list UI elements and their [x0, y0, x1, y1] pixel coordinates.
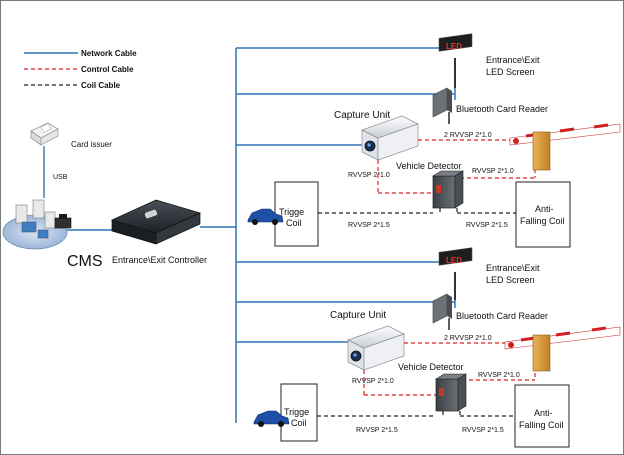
capture-unit-label: Capture Unit — [334, 110, 390, 121]
anti-falling-coil: Anti- Falling Coil — [515, 181, 571, 248]
trigge-cable-label: RVVSP 2*1.5 — [356, 427, 398, 434]
legend-coil-label: Coil Cable — [81, 81, 121, 90]
barrier-body — [532, 334, 551, 372]
barrier-arm — [504, 326, 621, 350]
trigge-coil-label-line2: Coil — [291, 418, 307, 428]
led-screen-icon — [438, 33, 473, 52]
network-trunk — [200, 47, 456, 423]
anti-falling-coil-box — [514, 384, 570, 448]
vehicle-detector: Vehicle Detector — [398, 362, 468, 412]
barrier-body — [532, 131, 551, 171]
bluetooth-card-reader: Bluetooth Card Reader — [432, 87, 548, 124]
detector-cable-label: RVVSP 2*1.0 — [478, 372, 520, 379]
trigge-coil: Trigge Coil — [280, 383, 318, 442]
anti-falling-coil: Anti- Falling Coil — [514, 384, 570, 448]
bluetooth-card-reader: Bluetooth Card Reader — [432, 293, 548, 330]
led-screen-label-line1: Entrance\Exit — [486, 263, 540, 273]
legend-control-label: Control Cable — [81, 65, 134, 74]
cms-label: CMS — [67, 253, 103, 270]
legend: Network Cable Control Cable Coil Cable — [24, 49, 137, 90]
car-icon — [247, 208, 284, 223]
card-reader-icon — [432, 87, 448, 118]
led-screen-label-line1: Entrance\Exit — [486, 55, 540, 65]
legend-network-label: Network Cable — [81, 49, 137, 58]
trigge-coil-box — [274, 181, 319, 247]
controller-label: Entrance\Exit Controller — [112, 255, 207, 265]
card-issuer-label: Card issuer — [71, 140, 112, 149]
vehicle-detector: Vehicle Detector — [396, 161, 465, 209]
trigge-coil-label-line1: Trigge — [284, 407, 309, 417]
led-screen: LED Entrance\Exit LED Screen — [438, 33, 540, 88]
lane-2: LED Entrance\Exit LED Screen Bluetooth C… — [253, 247, 621, 448]
antifall-cable-label: RVVSP 2*1.5 — [466, 222, 508, 229]
trigge-coil-label-line2: Coil — [286, 218, 302, 228]
lane-1: LED Entrance\Exit LED Screen Bluetooth C… — [247, 33, 621, 248]
car-icon — [253, 410, 290, 425]
led-text: LED — [446, 42, 462, 51]
capture-cable-label: RVVSP 2*1.0 — [348, 172, 390, 179]
trigge-coil-label-line1: Trigge — [279, 207, 304, 217]
detector-cable-label: RVVSP 2*1.0 — [472, 168, 514, 175]
card-reader-label: Bluetooth Card Reader — [456, 311, 548, 321]
trigge-coil-box — [280, 383, 318, 442]
card-reader-label: Bluetooth Card Reader — [456, 104, 548, 114]
anti-falling-label-line2: Falling Coil — [520, 216, 565, 226]
led-screen-icon — [438, 247, 473, 266]
car-icon — [144, 209, 158, 219]
trigge-cable-label: RVVSP 2*1.5 — [348, 222, 390, 229]
barrier-gate — [509, 123, 621, 171]
coil-cables — [318, 208, 516, 215]
anti-falling-label-line2: Falling Coil — [519, 420, 564, 430]
led-screen: LED Entrance\Exit LED Screen — [438, 247, 540, 300]
usb-label: USB — [53, 174, 68, 181]
reader-cable-label: 2 RVVSP 2*1.0 — [444, 335, 492, 342]
led-screen-label-line2: LED Screen — [486, 275, 535, 285]
antifall-cable-label: RVVSP 2*1.5 — [462, 427, 504, 434]
anti-falling-coil-box — [515, 181, 571, 248]
vehicle-detector-label: Vehicle Detector — [396, 161, 462, 171]
led-text: LED — [446, 256, 462, 265]
card-reader-icon — [432, 293, 448, 324]
reader-cable-label: 2 RVVSP 2*1.0 — [444, 132, 492, 139]
vehicle-detector-label: Vehicle Detector — [398, 362, 464, 372]
capture-cable-label: RVVSP 2*1.0 — [352, 378, 394, 385]
car — [247, 208, 284, 225]
car — [253, 410, 290, 427]
capture-unit: Capture Unit — [330, 310, 405, 371]
led-screen-label-line2: LED Screen — [486, 67, 535, 77]
trigge-coil: Trigge Coil — [274, 181, 319, 247]
coil-cables — [317, 411, 515, 418]
anti-falling-label-line1: Anti- — [535, 204, 554, 214]
entrance-exit-controller: Entrance\Exit Controller — [111, 199, 207, 265]
barrier-gate — [504, 326, 621, 372]
capture-unit: Capture Unit — [334, 110, 419, 161]
card-issuer: Card issuer — [30, 122, 112, 149]
cms-workstation: CMS — [2, 199, 103, 270]
anti-falling-label-line1: Anti- — [534, 408, 553, 418]
capture-unit-label: Capture Unit — [330, 310, 386, 321]
